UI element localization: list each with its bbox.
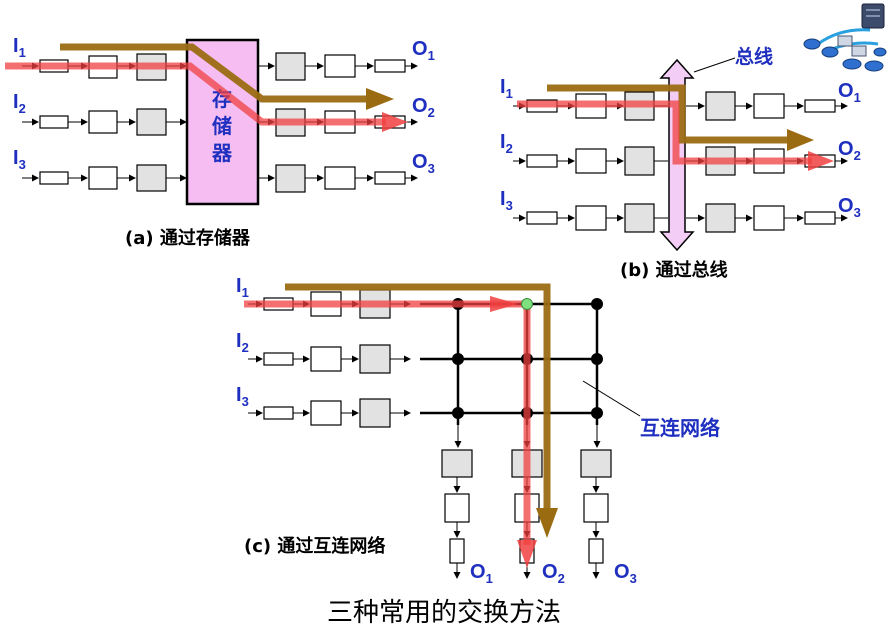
panel-c-output-column: [441, 425, 473, 579]
network-decoration-icon: [803, 3, 887, 72]
panel-a-input-row: [22, 108, 187, 136]
output-label: O3: [838, 195, 861, 220]
packet-path-arrow: [5, 62, 386, 126]
input-label: I2: [13, 91, 26, 116]
output-label: O2: [542, 561, 565, 586]
crossbar-grid: [420, 298, 603, 425]
packet-path-arrowhead: [490, 296, 518, 312]
packet-path-arrowhead: [366, 88, 394, 110]
output-label: O1: [838, 80, 861, 105]
input-label: I1: [13, 35, 26, 60]
panel-c: 互连网络 I1 I2 I3 O1 O2 O3 (c) 通过互连网络: [236, 275, 720, 586]
panel-a-caption: (a) 通过存储器: [125, 227, 251, 249]
output-label: O3: [614, 561, 637, 586]
packet-path-arrow: [547, 84, 790, 144]
input-label: I3: [236, 384, 249, 409]
memory-label-char: 器: [211, 142, 233, 165]
packet-path-arrowhead: [517, 540, 537, 568]
active-crosspoint: [521, 298, 533, 310]
bus-label: 总线: [735, 45, 773, 68]
output-label: O2: [412, 95, 435, 120]
crosspoint: [591, 353, 603, 365]
network-label: 互连网络: [640, 416, 720, 440]
input-label: I1: [236, 275, 249, 300]
panel-c-caption: (c) 通过互连网络: [244, 535, 385, 557]
crosspoint: [591, 298, 603, 310]
panel-b-caption: (b) 通过总线: [620, 259, 728, 281]
output-label: O1: [412, 38, 435, 63]
input-label: I2: [236, 330, 249, 355]
panel-a-output-row: [258, 164, 418, 193]
packet-path-arrow: [60, 43, 368, 103]
output-label: O2: [838, 138, 861, 163]
memory-label-char: 储: [212, 114, 232, 138]
panel-b: 总线: [500, 3, 887, 281]
main-caption: 三种常用的交换方法: [327, 598, 561, 628]
input-label: I3: [13, 147, 26, 172]
panel-a-output-row: [258, 52, 418, 81]
packet-path-arrow: [285, 283, 551, 512]
output-label: O1: [470, 561, 493, 586]
crosspoint: [452, 353, 464, 365]
packet-path-arrowhead: [382, 112, 408, 132]
crosspoint: [591, 407, 603, 419]
panel-a-input-row: [22, 164, 187, 192]
panel-a: 存 储 器: [5, 35, 435, 249]
packet-path-arrowhead: [787, 129, 814, 151]
panel-c-input-row: [248, 398, 411, 428]
packet-path-arrowhead: [808, 151, 834, 171]
input-label: I2: [500, 131, 513, 156]
input-label: I3: [500, 188, 513, 213]
input-label: I1: [500, 76, 513, 101]
panel-c-output-column: [580, 425, 612, 579]
crosspoint: [452, 407, 464, 419]
panel-c-input-row: [248, 344, 411, 374]
panel-b-input-row: [513, 203, 848, 233]
output-label: O3: [412, 151, 435, 176]
packet-path-arrow: [517, 100, 812, 165]
packet-path-arrowhead: [536, 508, 558, 538]
